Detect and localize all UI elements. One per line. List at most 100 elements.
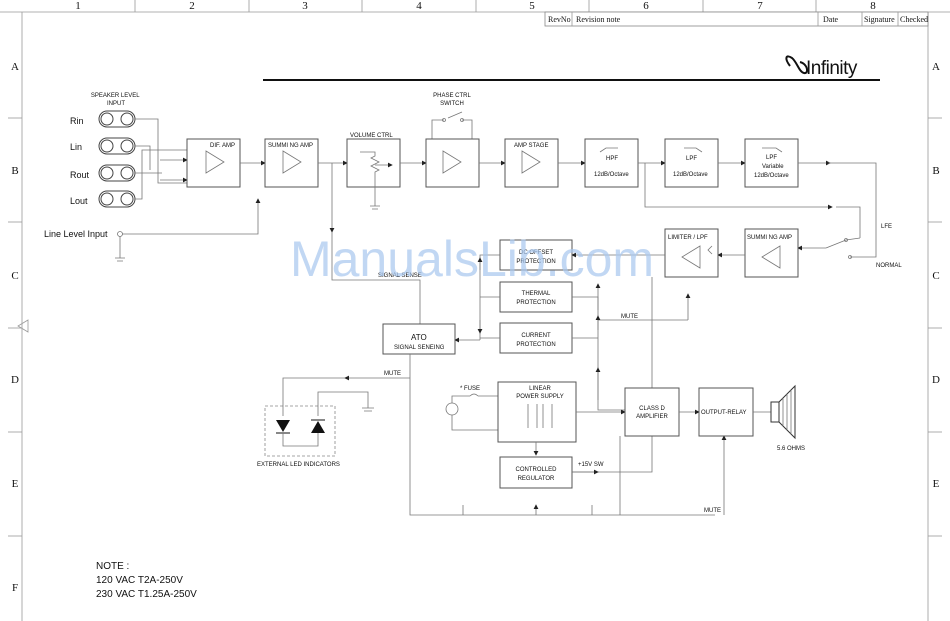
rout-label: Rout	[70, 170, 90, 180]
svg-text:HPF: HPF	[606, 156, 618, 162]
lfe-label: LFE	[881, 224, 892, 230]
speaker-icon: 5.6 OHMS	[770, 384, 805, 452]
speaker-level-input: SPEAKER LEVEL INPUT Rin Lin Rout Lout	[70, 93, 188, 208]
normal-label: NORMAL	[876, 263, 902, 269]
lfe-normal-switch: LFE NORMAL	[825, 162, 902, 269]
col-marker: 6	[643, 0, 649, 12]
title-block: RevNo Revision note Date Signature Check…	[544, 11, 929, 27]
limiter-lpf-block: LIMITER / LPF	[664, 228, 719, 278]
col-marker: 8	[870, 0, 876, 12]
note-title: NOTE :	[96, 561, 129, 572]
svg-text:12dB/Octave: 12dB/Octave	[754, 173, 789, 179]
col-marker: 2	[189, 0, 195, 12]
svg-text:VOLUME CTRL: VOLUME CTRL	[350, 133, 393, 139]
row-marker: A	[11, 61, 19, 73]
row-marker: D	[932, 374, 940, 386]
ext-led-label: EXTERNAL LED INDICATORS	[257, 462, 340, 468]
volume-ctrl-block: VOLUME CTRL	[346, 133, 401, 210]
row-markers: A B C D E F A B C D E	[11, 61, 940, 594]
watermark: ManualsLib.com	[290, 231, 654, 287]
col-marker: 4	[416, 0, 422, 12]
svg-text:LPF: LPF	[766, 155, 777, 161]
fuse-and-input: * FUSE	[445, 386, 498, 431]
fuse-label: * FUSE	[460, 386, 480, 392]
col-marker: 7	[757, 0, 763, 12]
column-markers: 1 2 3 4 5 6 7 8	[75, 0, 876, 12]
svg-text:12dB/Octave: 12dB/Octave	[594, 172, 629, 178]
col-marker: 1	[75, 0, 81, 12]
row-marker: F	[12, 582, 18, 594]
row-marker: E	[933, 478, 940, 490]
rev-no-header: RevNo	[548, 15, 571, 24]
led-icon	[311, 421, 325, 433]
svg-text:SUMMI NG AMP: SUMMI NG AMP	[747, 235, 792, 241]
svg-text:OUTPUT-RELAY: OUTPUT-RELAY	[701, 410, 747, 416]
rin-label: Rin	[70, 116, 84, 126]
row-marker: E	[12, 478, 19, 490]
col-marker: 3	[302, 0, 308, 12]
mute-label-3: MUTE	[704, 508, 721, 514]
brand-name: Infinity	[806, 58, 858, 79]
lpf-block: LPF 12dB/Octave	[664, 138, 719, 188]
summing-amp-block-1: SUMMI NG AMP	[264, 138, 319, 188]
hpf-block: HPF 12dB/Octave	[584, 138, 639, 188]
mute-label-1: MUTE	[384, 371, 401, 377]
amp-stage-block: AMP STAGE	[504, 138, 559, 188]
svg-text:12dB/Octave: 12dB/Octave	[673, 172, 708, 178]
line-level-label: Line Level Input	[44, 229, 108, 239]
row-marker: D	[11, 374, 19, 386]
svg-text:SUMMI NG AMP: SUMMI NG AMP	[268, 143, 313, 149]
summing-amp-block-2: SUMMI NG AMP	[744, 228, 799, 278]
signature-header: Signature	[864, 15, 895, 24]
row-marker: C	[932, 270, 939, 282]
note-block: NOTE : 120 VAC T2A-250V 230 VAC T1.25A-2…	[96, 561, 197, 600]
line-level-input: Line Level Input	[44, 198, 261, 262]
row-marker: C	[11, 270, 18, 282]
mute-label-2: MUTE	[621, 314, 638, 320]
output-relay-block: OUTPUT-RELAY	[698, 387, 754, 437]
lpf-variable-block: LPF Variable 12dB/Octave	[744, 138, 799, 188]
row-marker: A	[932, 61, 940, 73]
revision-note-header: Revision note	[576, 15, 621, 24]
checked-header: Checked	[900, 15, 928, 24]
svg-text:ATO: ATO	[411, 333, 427, 342]
svg-text:SIGNAL SENEING: SIGNAL SENEING	[394, 345, 445, 351]
dif-amp-block: DIF. AMP	[186, 138, 241, 188]
lin-label: Lin	[70, 142, 82, 152]
note-line-2: 230 VAC T1.25A-250V	[96, 589, 197, 600]
signal-sense-label: SIGNAL SENSE	[378, 273, 422, 279]
svg-text:LPF: LPF	[686, 156, 697, 162]
row-marker: B	[932, 165, 939, 177]
svg-text:AMP STAGE: AMP STAGE	[514, 143, 548, 149]
speaker-level-title: SPEAKER LEVEL INPUT	[91, 93, 141, 107]
rca-jack-icon	[98, 110, 136, 208]
svg-text:LIMITER / LPF: LIMITER / LPF	[668, 235, 708, 241]
led-icon	[276, 420, 290, 432]
svg-text:Variable: Variable	[762, 164, 784, 170]
col-marker: 5	[529, 0, 535, 12]
svg-text:DIF. AMP: DIF. AMP	[210, 143, 235, 149]
note-line-1: 120 VAC T2A-250V	[96, 575, 183, 586]
v15-label: +15V SW	[578, 462, 604, 468]
ato-block: ATO SIGNAL SENEING	[382, 323, 456, 355]
date-header: Date	[823, 15, 839, 24]
infinity-logo: Infinity	[785, 55, 858, 79]
ohms-label: 5.6 OHMS	[777, 446, 805, 452]
lout-label: Lout	[70, 196, 88, 206]
